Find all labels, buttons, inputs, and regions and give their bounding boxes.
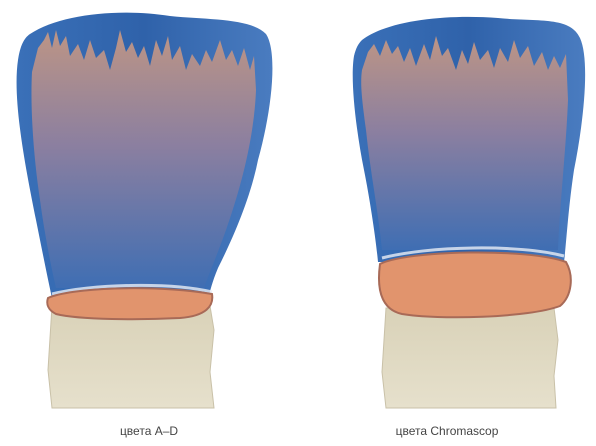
root-chromascop [382,308,558,408]
cervical-band-a-d [47,288,212,319]
tooth-diagram-a-d [0,0,298,420]
dentin-chromascop [361,36,568,250]
tooth-figure-chromascop: цвета Chromascop [298,0,596,446]
tooth-diagram-chromascop [298,0,596,420]
caption-chromascop: цвета Chromascop [298,424,596,438]
root-a-d [48,306,214,408]
cervical-band-chromascop [379,252,571,317]
tooth-figure-a-d: цвета A–D [0,0,298,446]
caption-a-d: цвета A–D [0,424,298,438]
